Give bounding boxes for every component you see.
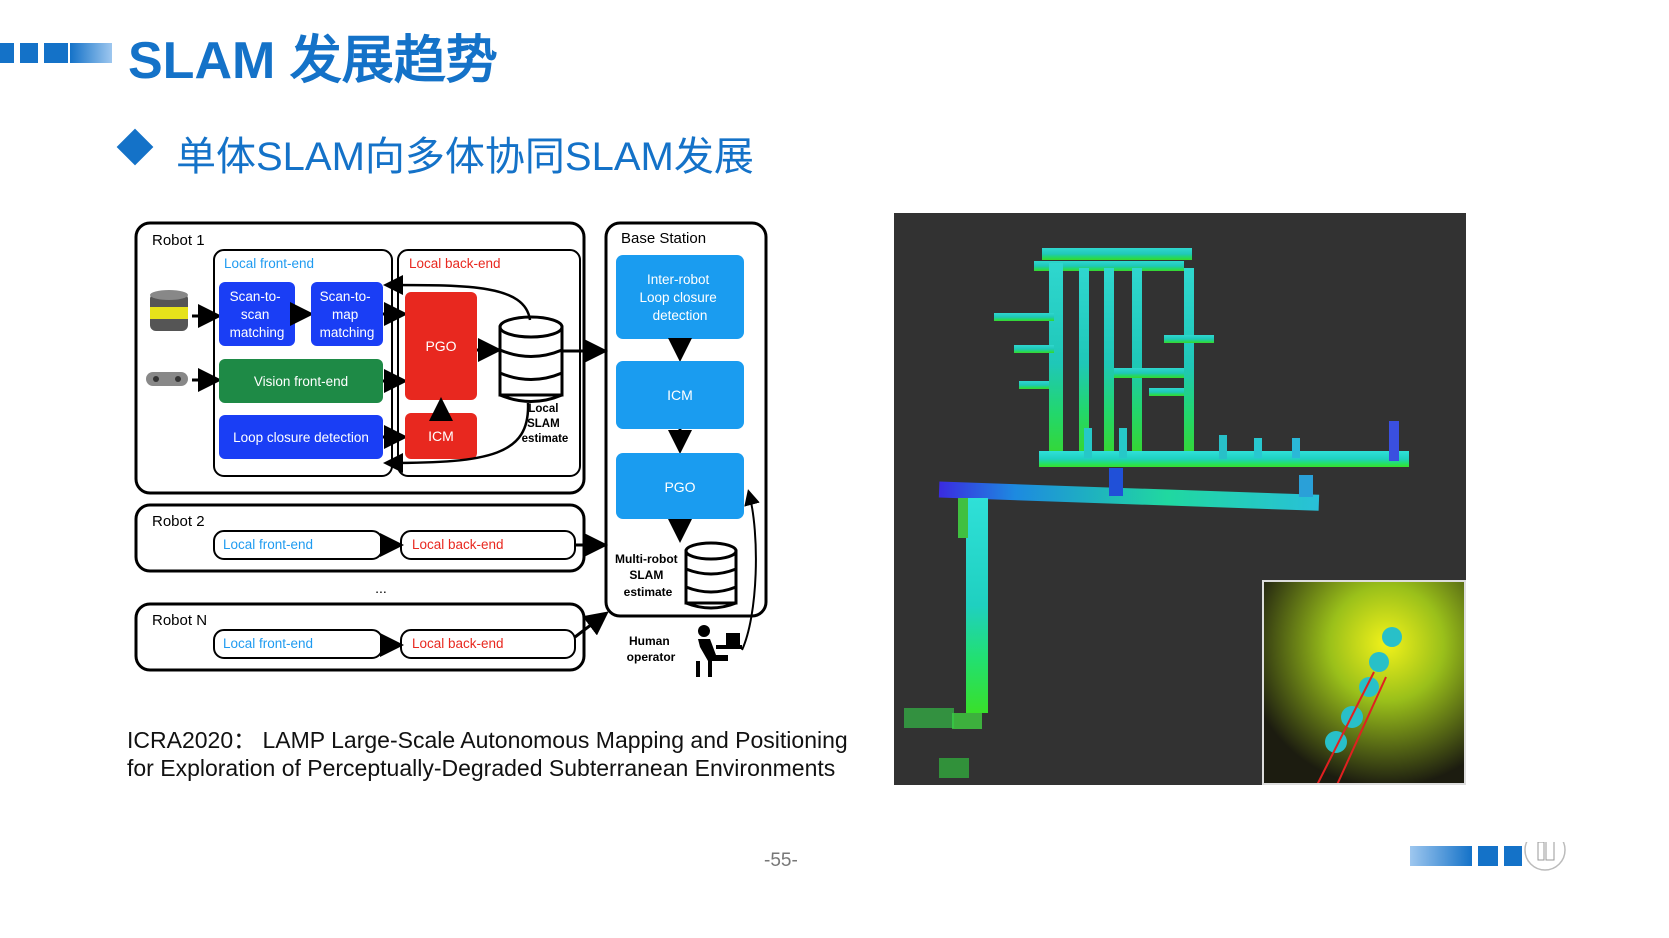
robot1-pgo-box [405, 292, 477, 400]
citation-line-2: for Exploration of Perceptually-Degraded… [127, 755, 836, 781]
svg-text:Scan-to- scan matching: Scan-to- scan matching [230, 289, 285, 340]
citation: ICRA2020： LAMP Large-Scale Autonomous Ma… [127, 726, 887, 782]
vision-frontend-box [219, 359, 383, 403]
svg-text:Base Station: Base Station [621, 230, 706, 247]
svg-text:ICM: ICM [428, 428, 454, 444]
page-number: -55- [764, 850, 798, 871]
robot1-frontend-group [213, 249, 393, 477]
robot1-backend-label: Local back-end [409, 256, 501, 271]
lamp-architecture-diagram: Robot 1 Local front-end Local back-end S… [134, 221, 768, 677]
base-icm-box [616, 361, 744, 429]
svg-text:Multi-robot SLAM estim: Multi-robot SLAM estimate [615, 552, 681, 599]
base-station-container [604, 221, 768, 618]
tunnel-inset-image [1262, 580, 1466, 785]
robot1-icm-box [405, 413, 477, 459]
svg-text:Human operator: Human operator [627, 634, 676, 664]
local-slam-database-icon [498, 315, 564, 403]
bullet-diamond-icon [116, 128, 154, 166]
header-decoration-bars [0, 43, 112, 63]
base-pgo-box [616, 453, 744, 519]
footer-decoration-bars [1410, 842, 1566, 871]
camera-sensor-icon [146, 372, 188, 386]
svg-text:ICM: ICM [667, 387, 693, 403]
citation-line-1: ICRA2020： LAMP Large-Scale Autonomous Ma… [127, 727, 848, 753]
slide-subtitle: 单体SLAM向多体协同SLAM发展 [176, 135, 754, 179]
svg-text:Local front-end: Local front-end [223, 537, 313, 552]
svg-text:PGO: PGO [664, 479, 695, 495]
svg-text:Scan-to- map matching: Scan-to- map matching [320, 289, 375, 340]
svg-text:Vision front-end: Vision front-end [254, 374, 348, 389]
svg-text:PGO: PGO [425, 338, 456, 354]
svg-text:Local front-end: Local front-end [223, 636, 313, 651]
svg-text:Inter-robot Loop closure: Inter-robot Loop closure detection [639, 272, 720, 323]
robot1-label: Robot 1 [152, 232, 205, 249]
lidar-sensor-icon [150, 290, 188, 331]
svg-text:Local SLAM estimate: Local SLAM estimate [522, 403, 569, 445]
robot1-backend-group [397, 249, 581, 477]
svg-text:Robot 2: Robot 2 [152, 513, 205, 530]
svg-text:...: ... [375, 580, 387, 596]
inter-robot-loop-box [616, 255, 744, 339]
multi-robot-database-icon [684, 541, 738, 610]
svg-text:Local back-end: Local back-end [412, 537, 504, 552]
human-operator-icon [696, 625, 742, 677]
robot1-frontend-label: Local front-end [224, 256, 314, 271]
loop-closure-box [219, 415, 383, 459]
scan-to-scan-box [219, 282, 295, 346]
scan-to-map-box [311, 282, 383, 346]
svg-text:Robot N: Robot N [152, 612, 207, 629]
robotN-container [134, 602, 586, 672]
svg-text:Local back-end: Local back-end [412, 636, 504, 651]
slide-title: SLAM 发展趋势 [128, 32, 498, 90]
svg-text:Loop closure detection: Loop closure detection [233, 430, 369, 445]
